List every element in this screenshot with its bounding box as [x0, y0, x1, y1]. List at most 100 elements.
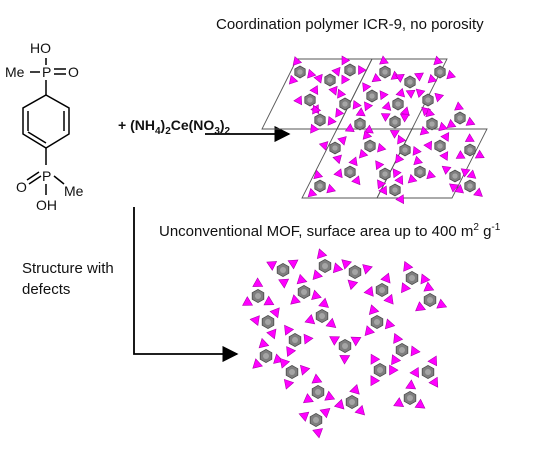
node-center [297, 69, 303, 75]
node-center [342, 101, 348, 107]
linker-triangle [393, 332, 404, 344]
linker-triangle [379, 90, 389, 101]
linker-triangle [350, 336, 362, 347]
linker-triangle [249, 315, 260, 326]
node-center [425, 369, 431, 375]
linker-triangle [348, 156, 358, 167]
linker-triangle [354, 404, 366, 416]
linker-triangle [415, 88, 426, 98]
linker-triangle [279, 357, 291, 369]
linker-triangle [304, 314, 316, 325]
linker-triangle [287, 259, 299, 270]
node-center [457, 115, 463, 121]
linker-triangle [337, 136, 347, 146]
node-center [301, 289, 307, 295]
linker-triangle [362, 264, 373, 275]
linker-triangle [401, 282, 411, 294]
linker-triangle [473, 187, 483, 197]
node-center [347, 169, 353, 175]
node-center [319, 313, 325, 319]
linker-triangle [466, 169, 477, 179]
linker-triangle [286, 346, 297, 357]
node-center [349, 399, 355, 405]
linker-triangle [394, 175, 404, 186]
linker-triangle [423, 140, 433, 151]
linker-triangle [384, 318, 396, 330]
linker-triangle [436, 298, 448, 309]
linker-triangle [324, 390, 336, 401]
linker-triangle [428, 376, 439, 388]
linker-triangle [293, 95, 303, 106]
linker-triangle [441, 165, 452, 175]
linker-triangle [427, 355, 438, 367]
linker-triangle [414, 72, 424, 82]
linker-triangle [434, 92, 445, 103]
linker-triangle [341, 74, 351, 85]
linker-triangle [363, 285, 374, 297]
linker-triangle [298, 411, 310, 422]
linker-triangle [344, 123, 355, 133]
node-center [315, 389, 321, 395]
node-center [407, 79, 413, 85]
linker-triangle [310, 123, 320, 134]
linker-triangle [449, 183, 459, 193]
benzene-ring [22, 94, 70, 149]
linker-triangle [328, 85, 338, 96]
linker-triangle [269, 307, 280, 319]
linker-triangle [307, 68, 317, 79]
linker-triangle [327, 115, 337, 126]
node-center [327, 77, 333, 83]
linker-triangle [405, 89, 416, 99]
linker-triangle [318, 141, 329, 151]
linker-triangle [425, 107, 435, 118]
linker-triangle [362, 130, 373, 140]
node-center [357, 121, 363, 127]
linker-triangle [331, 66, 341, 77]
top-methyl-label: Me [5, 64, 25, 80]
linker-triangle [303, 393, 314, 404]
linker-triangle [454, 184, 464, 194]
linker-triangle [312, 269, 323, 280]
node-center [407, 395, 413, 401]
node-center [317, 183, 323, 189]
bottom-hydroxyl-label: OH [36, 197, 57, 213]
node-center [377, 367, 383, 373]
linker-triangle [391, 354, 402, 366]
linker-triangle [395, 194, 405, 205]
node-center [374, 319, 380, 325]
node-center [347, 67, 353, 73]
linker-triangle [326, 183, 336, 194]
linker-triangle [395, 87, 406, 98]
linker-triangle [332, 154, 342, 165]
node-center [280, 267, 286, 273]
node-center [289, 369, 295, 375]
linker-triangle [394, 73, 405, 83]
linker-triangle [312, 104, 322, 115]
linker-triangle [395, 153, 405, 164]
top-oxygen-label: O [68, 64, 79, 80]
node-center [382, 69, 388, 75]
linker-triangle [464, 133, 475, 142]
linker-triangle [368, 304, 380, 315]
linker-triangle [409, 366, 420, 378]
linker-triangle [474, 149, 485, 159]
linker-triangle [290, 294, 301, 305]
linker-triangle [454, 101, 464, 111]
defect-path-line [133, 207, 239, 363]
linker-triangle [403, 260, 414, 272]
linker-triangle [419, 125, 430, 136]
linker-triangle [339, 355, 351, 365]
linker-triangle [389, 130, 400, 139]
node-center [409, 275, 415, 281]
node-center [292, 337, 298, 343]
node-center [342, 343, 348, 349]
linker-triangle [307, 187, 318, 198]
bis-phosphinic-acid-molecule: HO Me P O P O Me OH [5, 40, 84, 213]
linker-triangle [381, 101, 392, 111]
linker-triangle [311, 289, 322, 301]
linker-triangle [378, 185, 388, 196]
linker-triangle [389, 364, 399, 376]
linker-triangle [332, 262, 344, 274]
linker-triangle [351, 175, 361, 186]
